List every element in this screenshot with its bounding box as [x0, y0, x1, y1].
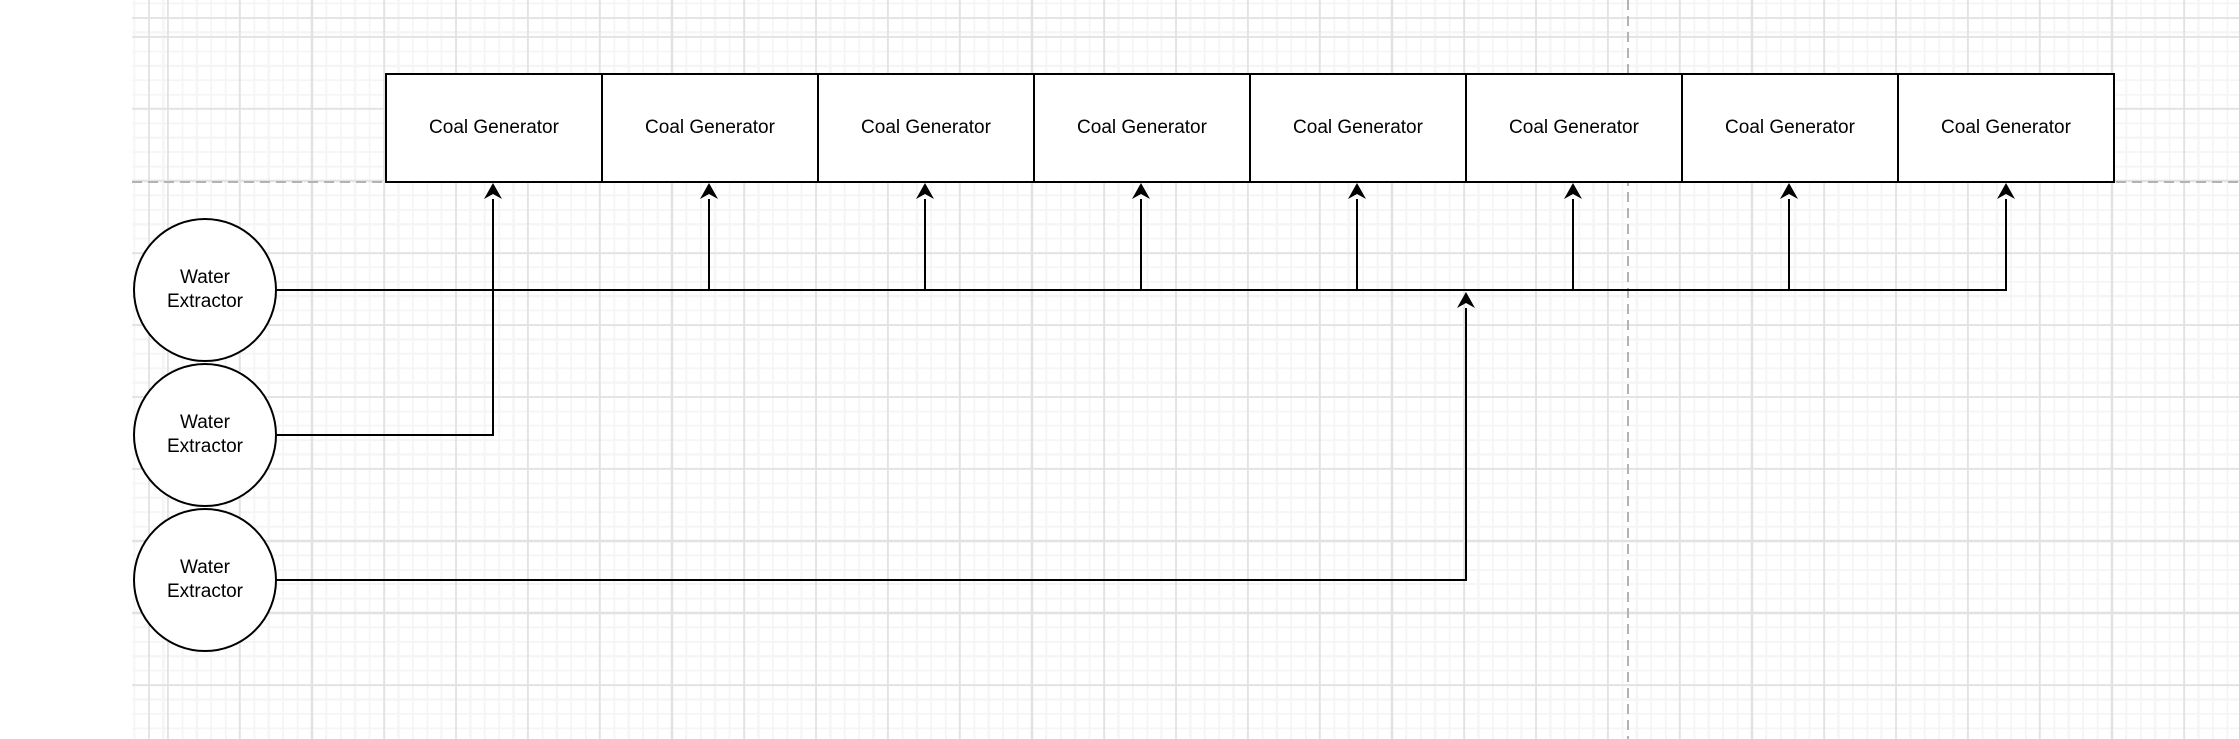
coal-generator-label: Coal Generator [1293, 117, 1423, 138]
water-extractor-label-line1: Water [180, 412, 230, 433]
node-coal-generator-8[interactable]: Coal Generator [1897, 73, 2115, 183]
node-coal-generator-1[interactable]: Coal Generator [385, 73, 603, 183]
node-coal-generator-6[interactable]: Coal Generator [1465, 73, 1683, 183]
edge-extractor1-bus[interactable] [277, 183, 2015, 291]
edge-bus-to-generator6[interactable] [1564, 183, 1582, 290]
node-water-extractor-2[interactable]: Water Extractor [133, 363, 277, 507]
coal-generator-label: Coal Generator [1725, 117, 1855, 138]
water-extractor-label-line2: Extractor [166, 436, 244, 457]
coal-generator-label: Coal Generator [645, 117, 775, 138]
node-coal-generator-7[interactable]: Coal Generator [1681, 73, 1899, 183]
node-water-extractor-3[interactable]: Water Extractor [133, 508, 277, 652]
edge-extractor2-to-generator1[interactable] [277, 183, 502, 436]
coal-generator-label: Coal Generator [1941, 117, 2071, 138]
node-coal-generator-2[interactable]: Coal Generator [601, 73, 819, 183]
coal-generator-label: Coal Generator [861, 117, 991, 138]
water-extractor-label-line2: Extractor [166, 581, 244, 602]
edge-bus-to-generator5[interactable] [1348, 183, 1366, 290]
water-extractor-label-line1: Water [180, 557, 230, 578]
node-coal-generator-5[interactable]: Coal Generator [1249, 73, 1467, 183]
node-coal-generator-3[interactable]: Coal Generator [817, 73, 1035, 183]
edge-bus-to-generator2[interactable] [700, 183, 718, 290]
water-extractor-label-line2: Extractor [166, 291, 244, 312]
edge-bus-to-generator3[interactable] [916, 183, 934, 290]
coal-generator-label: Coal Generator [1509, 117, 1639, 138]
node-water-extractor-1[interactable]: Water Extractor [133, 218, 277, 362]
coal-generator-label: Coal Generator [1077, 117, 1207, 138]
node-coal-generator-4[interactable]: Coal Generator [1033, 73, 1251, 183]
water-extractor-label-line1: Water [180, 267, 230, 288]
coal-generator-label: Coal Generator [429, 117, 559, 138]
edge-bus-to-generator7[interactable] [1780, 183, 1798, 290]
edge-bus-to-generator4[interactable] [1132, 183, 1150, 290]
edge-extractor3-to-bus[interactable] [277, 292, 1475, 581]
